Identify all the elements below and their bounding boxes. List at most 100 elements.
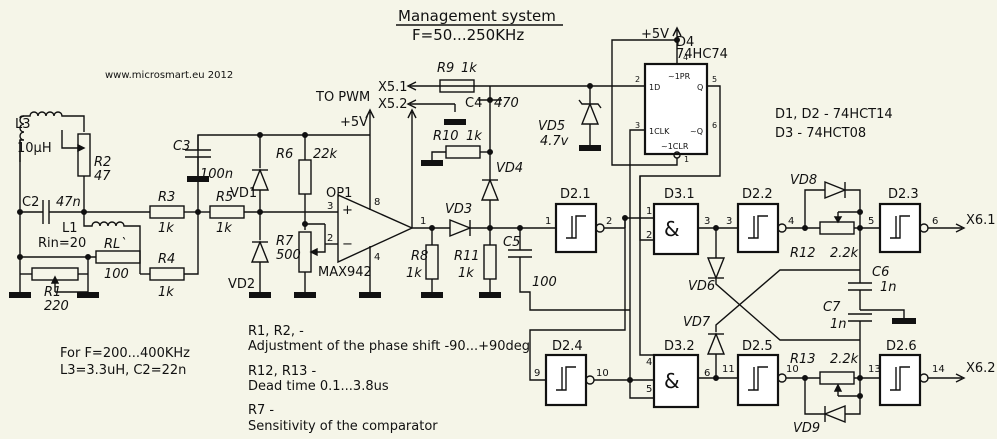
l3-link — [19, 115, 25, 162]
r7-value: 500 — [276, 248, 301, 263]
note-r1r2-desc: Adjustment of the phase shift -90...+90d… — [248, 339, 530, 354]
l3-name: L3 — [15, 117, 31, 132]
op1-pin8: 8 — [374, 197, 380, 208]
d25-schmitt-symbol — [748, 366, 768, 391]
c5-value: 100 — [532, 275, 557, 290]
c2-name: C2 — [22, 195, 39, 210]
l3-value: 10μH — [17, 141, 52, 156]
d32-chip — [652, 353, 700, 409]
r8-value: 1k — [406, 266, 422, 281]
d25-name: D2.5 — [742, 339, 773, 354]
r11-value: 1k — [458, 266, 474, 281]
ground-symbol — [359, 292, 381, 298]
supply-arrow — [365, 108, 375, 119]
r4-value: 1k — [158, 285, 174, 300]
op1-supply-label: +5V — [340, 115, 368, 130]
r6-resistor — [298, 159, 312, 195]
d22-schmitt-symbol — [748, 215, 768, 239]
x61-arrow — [955, 223, 966, 233]
rl-value: 100 — [104, 267, 129, 282]
vd4-diode — [480, 178, 500, 201]
rl-name: RL` — [104, 237, 127, 252]
d26-chip — [878, 353, 922, 407]
r13-resistor — [819, 371, 855, 385]
r2-resistor — [77, 133, 91, 177]
d24-out: 10 — [596, 368, 609, 379]
r13-value: 2.2k — [830, 352, 859, 367]
r6-value: 22k — [313, 147, 338, 162]
d24-in-wire — [529, 218, 626, 381]
d22-out: 4 — [788, 216, 794, 227]
x52-arrow — [406, 99, 417, 109]
r7-wiper-arrow — [309, 247, 318, 257]
legend-d1d2: D1, D2 - 74HCT14 — [775, 107, 893, 122]
r9-resistor — [439, 79, 475, 93]
vd5-diode — [580, 102, 600, 125]
website-label: www.microsmart.eu 2012 — [105, 70, 233, 81]
l3-inductor — [19, 111, 85, 132]
vd8-wire — [804, 189, 825, 228]
r10-value: 1k — [466, 129, 482, 144]
vd5-name: VD5 — [538, 119, 565, 134]
op1-name: OP1 — [326, 186, 352, 201]
vd5-zener-bar — [578, 99, 602, 109]
d23-out: 6 — [932, 216, 938, 227]
x52-label: X5.2 — [378, 97, 408, 112]
r13-name: R13 — [790, 352, 816, 367]
d4-num2: 2 — [635, 75, 640, 84]
d32-name: D3.2 — [664, 339, 695, 354]
r2-wiper-wire — [61, 130, 78, 149]
r13-wiper-arrow — [833, 383, 843, 392]
d26-name: D2.6 — [886, 339, 917, 354]
ground-symbol — [579, 145, 601, 151]
r1-wiper-arrow — [50, 275, 60, 284]
vd6-name: VD6 — [688, 279, 715, 294]
d22-bubble — [777, 223, 787, 233]
d31-in2-wire — [639, 196, 654, 241]
legend-d3: D3 - 74HCT08 — [775, 126, 866, 141]
d4-pin-nq: ~Q — [690, 127, 703, 136]
vd2-diode — [250, 240, 270, 263]
r5-name: R5 — [216, 190, 233, 205]
r3-name: R3 — [158, 190, 175, 205]
r6-name: R6 — [276, 147, 293, 162]
d23-in: 5 — [868, 216, 874, 227]
vd7-name: VD7 — [683, 315, 711, 330]
d4-supply-wire — [611, 39, 678, 166]
vd8-diode — [824, 180, 847, 200]
d25-out: 10 — [786, 364, 799, 375]
c7-value: 1n — [830, 317, 847, 332]
junction-dot — [713, 375, 719, 381]
rl-resistor — [95, 250, 141, 264]
d23-schmitt-symbol — [890, 215, 910, 239]
op1-part: MAX942 — [318, 265, 372, 280]
vd9-name: VD9 — [793, 421, 820, 436]
r4-feedback-wire — [184, 134, 370, 275]
d4-supply-label: +5V — [641, 27, 669, 42]
x62-arrow — [955, 373, 966, 383]
d23-bubble — [919, 223, 929, 233]
d26-in: 13 — [868, 364, 881, 375]
pwm-arrow — [407, 108, 417, 119]
d24-in: 9 — [534, 368, 540, 379]
r11-resistor — [483, 244, 497, 280]
ground-symbol — [421, 160, 443, 166]
r12-wiper-arrow — [833, 216, 843, 224]
d4-pin-pr: ~1PR — [668, 72, 691, 81]
r3-value: 1k — [158, 221, 174, 236]
d4-pin-q: Q — [697, 83, 703, 92]
junction-dot — [85, 254, 91, 260]
d23-name: D2.3 — [888, 187, 919, 202]
vd2-name: VD2 — [228, 277, 255, 292]
x62-label: X6.2 — [966, 361, 996, 376]
op1-pin4: 4 — [374, 252, 380, 263]
d31-symbol: & — [664, 217, 680, 241]
r12-value: 2.2k — [830, 246, 859, 261]
op1-pin2: 2 — [327, 233, 333, 244]
c6-name: C6 — [872, 265, 889, 280]
r8-name: R8 — [411, 249, 428, 264]
d32-in1: 4 — [646, 357, 652, 368]
c4-name: C4 — [465, 96, 482, 111]
d4-chip — [643, 62, 709, 156]
c3-value: 100n — [200, 167, 233, 182]
